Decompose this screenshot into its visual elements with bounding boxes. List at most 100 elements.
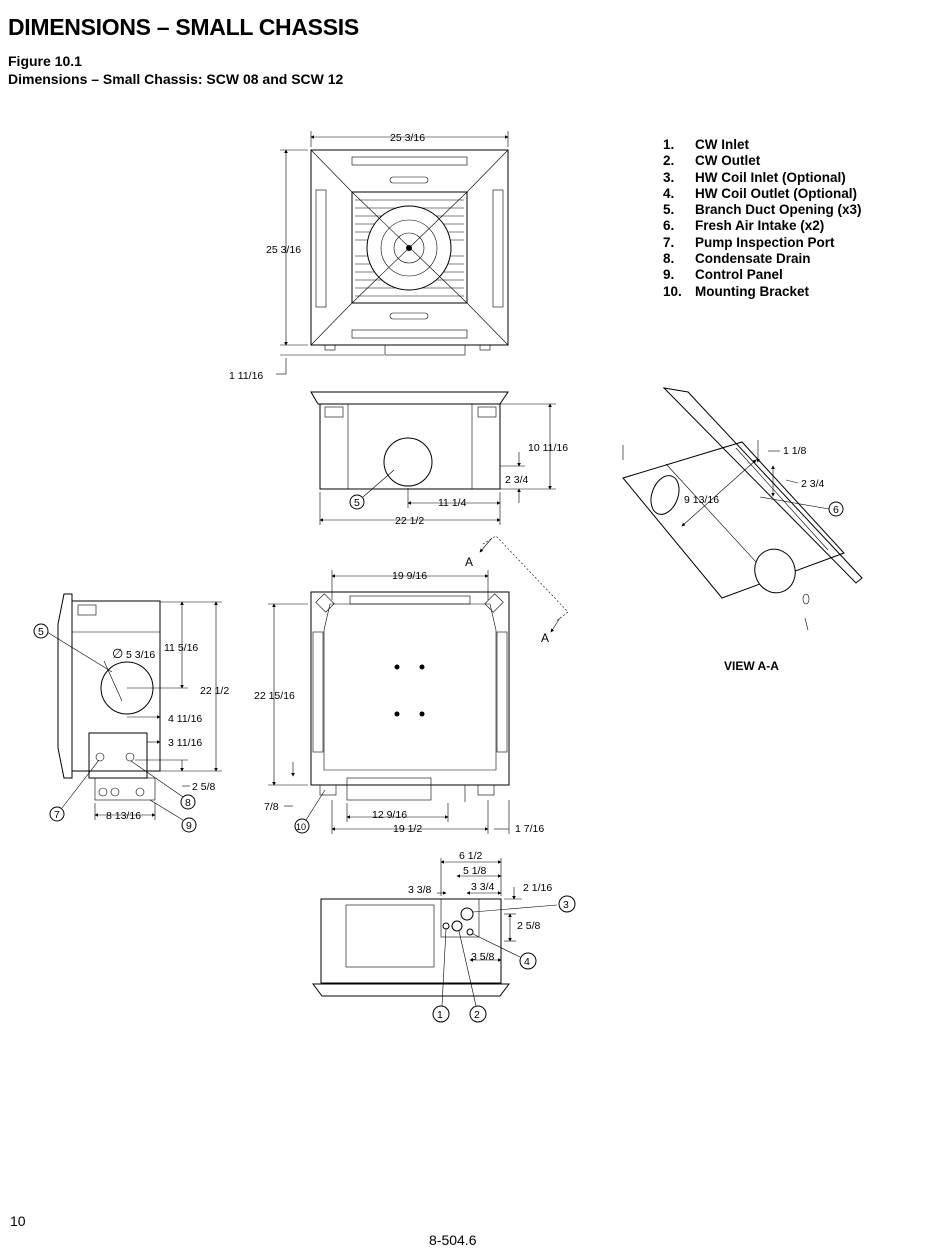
legend-list: 1. CW Inlet 2. CW Outlet 3. HW Coil Inlet (… — [663, 137, 862, 300]
legend-number: 7. — [663, 234, 675, 250]
dim-text: 3 11/16 — [168, 737, 202, 749]
page-number: 10 — [10, 1213, 26, 1229]
front-duct-opening — [383, 437, 433, 487]
top-view: 25 3/16 25 3/16 1 11/16 — [229, 131, 509, 382]
callout-number: 3 — [563, 899, 569, 911]
legend-number: 1. — [663, 137, 675, 152]
top-grille — [351, 191, 468, 304]
dim-text: 25 3/16 — [390, 132, 425, 144]
legend-item: 3. HW Coil Inlet (Optional) — [663, 170, 862, 186]
dim-text: 1 7/16 — [515, 823, 544, 835]
side-panel-trim — [57, 593, 73, 779]
dim-text: 8 13/16 — [106, 810, 141, 822]
legend-label: Control Panel — [695, 267, 783, 283]
rear-panel-trim — [312, 983, 510, 997]
section-duct-1 — [650, 475, 680, 515]
legend-item: 6.Fresh Air Intake (x2) — [663, 218, 862, 234]
section-chassis — [622, 441, 845, 599]
legend-number: 3. — [663, 169, 675, 185]
legend-label: CW Inlet — [695, 137, 749, 152]
page-title: DIMENSIONS – SMALL CHASSIS — [8, 14, 359, 40]
figure-number: Figure 10.1 — [8, 53, 82, 69]
side-chassis — [71, 600, 161, 772]
legend-label: HW Coil Outlet (Optional) — [695, 185, 857, 201]
section-duct-2 — [754, 548, 796, 594]
connection-plate — [440, 898, 480, 938]
legend-number: 8. — [663, 251, 675, 267]
callout-number: 2 — [474, 1009, 480, 1021]
callout-5-front — [349, 494, 365, 510]
callout-5-side — [33, 623, 49, 639]
dim-text: 3 3/8 — [408, 884, 432, 896]
front-chassis — [319, 403, 501, 490]
callout-number: 8 — [185, 797, 191, 809]
dim-text: 1 11/16 — [229, 370, 263, 382]
dim-text: 2 3/4 — [801, 478, 825, 490]
legend-label: Condensate Drain — [695, 251, 811, 267]
legend-item: 8. Condensate Drain — [663, 251, 862, 267]
legend-number: 10. — [663, 283, 682, 299]
dim-text: 1 1/8 — [783, 445, 807, 457]
legend-item: 10. Mounting Bracket — [663, 284, 862, 300]
callout-number: 6 — [833, 504, 839, 516]
legend-label: Fresh Air Intake (x2) — [695, 218, 825, 234]
bottom-view: 19 9/16 22 15/16 7/8 12 9/16 19 1/2 1 7/… — [254, 535, 569, 835]
legend-number: 5. — [663, 202, 675, 218]
callout-4 — [519, 952, 537, 970]
callout-number: 5 — [354, 497, 360, 509]
document-code: 8-504.6 — [429, 1232, 477, 1248]
dim-text: 19 1/2 — [393, 823, 422, 835]
callout-1 — [432, 1005, 450, 1023]
callout-number: 9 — [186, 820, 192, 832]
front-view: 10 11/16 2 3/4 11 1/4 22 1/2 5 — [310, 391, 568, 527]
rear-view: 6 1/2 5 1/8 3 3/4 3 3/8 2 1/16 2 5/8 3 5… — [312, 850, 576, 1023]
dim-text: 19 9/16 — [392, 570, 427, 582]
dim-text: 2 5/8 — [517, 920, 541, 932]
view-a-a-label: VIEW A-A — [724, 659, 779, 673]
callout-number: 7 — [54, 809, 60, 821]
rear-chassis — [320, 898, 502, 984]
callout-9 — [181, 817, 197, 833]
dim-text: 22 1/2 — [395, 515, 424, 527]
section-panel — [662, 387, 863, 584]
cut-marker: A — [465, 555, 473, 569]
legend-number: 2. — [663, 153, 675, 169]
dim-text: 5 3/16 — [126, 649, 155, 661]
dim-text: 6 1/2 — [459, 850, 483, 862]
front-panel-trim — [310, 391, 509, 405]
dim-text: 3 5/8 — [471, 951, 495, 963]
callout-2 — [469, 1005, 487, 1023]
dim-text: 9 13/16 — [684, 494, 719, 506]
figure-caption: Dimensions – Small Chassis: SCW 08 and S… — [8, 71, 344, 87]
callout-number: 10 — [296, 822, 306, 832]
legend-number: 4. — [663, 185, 675, 201]
legend-label: CW Outlet — [695, 153, 761, 169]
legend-label: Mounting Bracket — [695, 283, 810, 299]
side-view: 22 1/2 11 5/16 ∅ 5 3/16 4 11/16 3 11/16 … — [33, 593, 229, 833]
dim-text: 10 11/16 — [528, 442, 568, 454]
legend-label: Pump Inspection Port — [695, 234, 835, 250]
dim-text: 22 15/16 — [254, 690, 295, 702]
dim-text: 22 1/2 — [200, 685, 229, 697]
callout-6 — [828, 501, 844, 517]
dim-text: 5 1/8 — [463, 865, 487, 877]
dim-text: 11 5/16 — [164, 642, 198, 654]
legend-item: 4. HW Coil Outlet (Optional) — [663, 186, 862, 202]
dim-text: 4 11/16 — [168, 713, 202, 725]
cut-marker: A — [541, 631, 549, 645]
diameter-symbol: ∅ — [112, 646, 123, 661]
dim-text: 2 3/4 — [505, 474, 529, 486]
dim-text: 7/8 — [264, 801, 279, 813]
legend-item: 1. CW Inlet — [663, 137, 862, 153]
bottom-panel-outline — [310, 591, 510, 786]
callout-3 — [558, 895, 576, 913]
legend-item: 7. Pump Inspection Port — [663, 235, 862, 251]
legend-item: 9. Control Panel — [663, 267, 862, 283]
callout-7 — [49, 806, 65, 822]
legend-number: 9. — [663, 267, 675, 283]
legend-label: HW Coil Inlet (Optional) — [695, 169, 846, 185]
callout-8 — [180, 794, 196, 810]
callout-10 — [294, 818, 310, 834]
legend-label: Branch Duct Opening (x3) — [695, 202, 862, 218]
